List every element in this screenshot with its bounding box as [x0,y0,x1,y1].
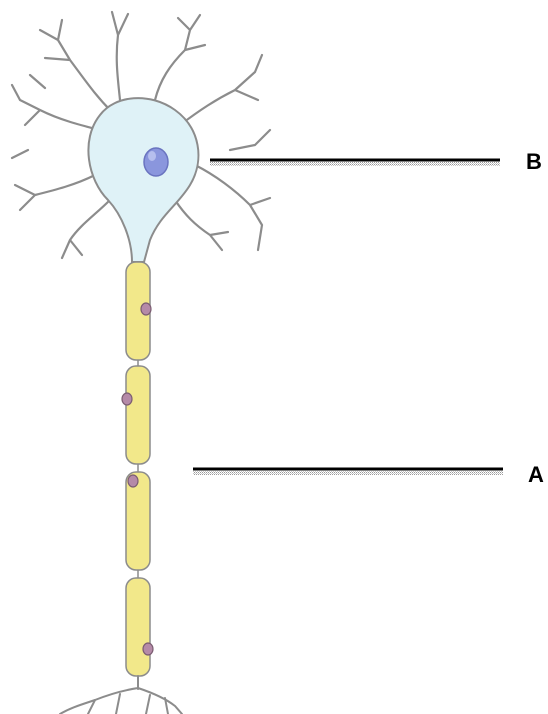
label-b: B [526,151,542,173]
pointer-lines [193,160,503,475]
pointer-a-shadow [193,471,503,475]
label-a: A [528,464,544,486]
axon-terminals [60,676,182,714]
nucleus [144,148,168,176]
cell-body [88,98,198,262]
pointer-b-shadow [210,162,500,166]
